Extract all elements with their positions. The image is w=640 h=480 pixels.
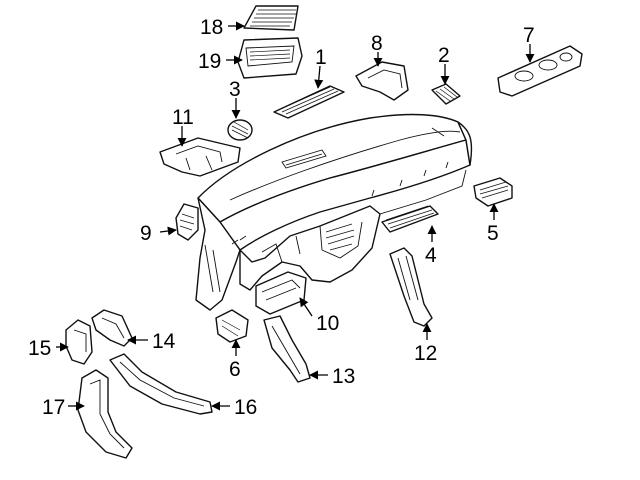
callout-6: 6: [229, 358, 241, 381]
callout-1: 1: [315, 46, 327, 69]
part-10-connector: [255, 271, 307, 315]
part-5-right-vent: [473, 177, 513, 207]
callout-leaders: [56, 21, 535, 411]
part-3-round-vent: [227, 119, 253, 141]
part-2-vent: [431, 83, 461, 105]
part-14-elbow: [91, 309, 133, 347]
instrument-panel: [195, 113, 473, 311]
callout-19: 19: [198, 50, 221, 73]
part-4-center-vent: [381, 205, 439, 233]
part-19-tray: [237, 37, 303, 79]
callout-7: 7: [523, 24, 535, 47]
callout-labels: 18 19 1 8 2 7 3 11 9 4 5 10 12 14 15 6 1…: [28, 16, 535, 419]
callout-13: 13: [332, 365, 355, 388]
callout-8: 8: [371, 32, 383, 55]
callout-9: 9: [140, 222, 152, 245]
callout-17: 17: [42, 396, 65, 419]
part-17-rear-floor-duct: [77, 369, 133, 459]
callout-18: 18: [200, 16, 223, 39]
part-12-vertical-duct: [389, 247, 433, 327]
part-16-rear-duct: [109, 353, 213, 415]
part-11-center-duct: [159, 137, 241, 177]
part-15-elbow: [65, 319, 93, 365]
part-6-small-duct: [215, 309, 249, 343]
part-8-duct: [355, 61, 409, 101]
callout-16: 16: [234, 396, 257, 419]
part-1-grille: [273, 85, 345, 119]
callout-5: 5: [487, 222, 499, 245]
callout-10: 10: [316, 312, 339, 335]
callout-12: 12: [414, 342, 437, 365]
callout-11: 11: [172, 106, 194, 129]
part-18-cover: [243, 5, 299, 31]
part-13-floor-duct: [263, 315, 311, 383]
callout-15: 15: [28, 337, 51, 360]
callout-3: 3: [229, 78, 241, 101]
callout-14: 14: [152, 330, 176, 353]
part-7-vent-assembly: [497, 45, 583, 97]
callout-4: 4: [425, 244, 437, 267]
part-9-side-vent: [175, 203, 199, 241]
callout-2: 2: [438, 44, 450, 67]
